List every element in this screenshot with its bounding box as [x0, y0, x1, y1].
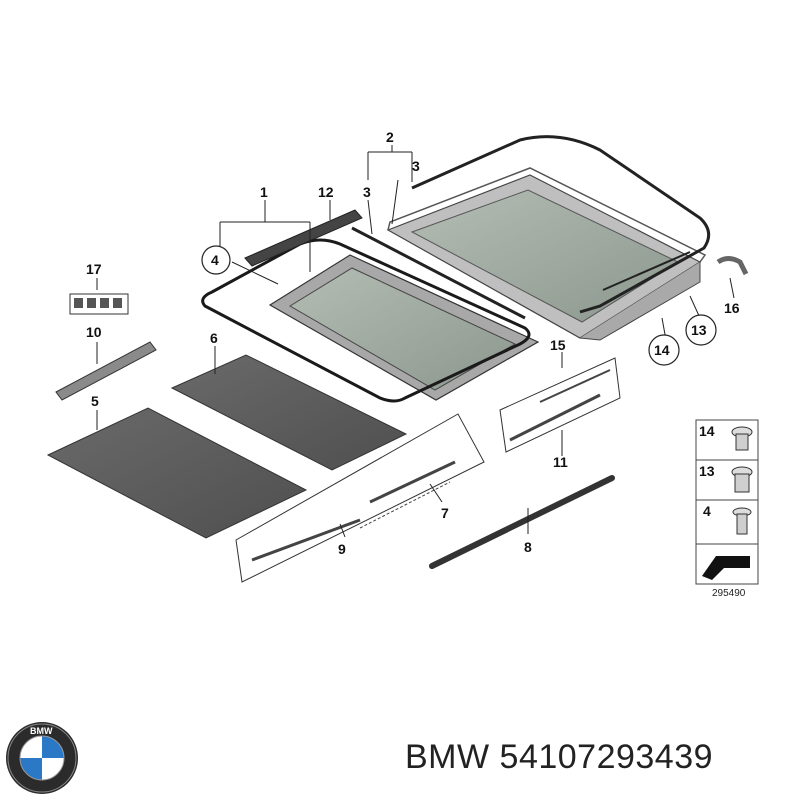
callout-10: 10 — [86, 324, 102, 340]
hose-part-16 — [716, 256, 749, 276]
legend-14: 14 — [699, 423, 715, 439]
leader-lines — [96, 145, 735, 538]
expansion-nut-icon — [731, 466, 753, 493]
callout-3-b: 3 — [412, 158, 420, 174]
part-number-label: BMW 54107293439 — [405, 738, 714, 776]
callout-2: 2 — [386, 129, 394, 145]
orientation-arrow-icon — [702, 556, 750, 580]
callout-15: 15 — [550, 337, 566, 353]
callout-7: 7 — [441, 505, 449, 521]
strip-part-3-b — [602, 251, 691, 291]
callout-1: 1 — [260, 184, 268, 200]
clips-part-17 — [69, 293, 129, 315]
strip-part-3-a — [351, 226, 526, 320]
bmw-logo: BMW — [6, 722, 78, 794]
callout-12: 12 — [318, 184, 334, 200]
callout-17: 17 — [86, 261, 102, 277]
callout-8: 8 — [524, 539, 532, 555]
callout-5: 5 — [91, 393, 99, 409]
screw-icon — [732, 507, 752, 535]
seal-strip-part-8 — [429, 475, 615, 569]
callout-13-circled: 13 — [691, 322, 707, 338]
rear-frame — [386, 167, 707, 341]
front-glass-panel — [268, 254, 540, 401]
logo-lettering: BMW — [30, 726, 53, 736]
headliner-part-5 — [46, 407, 308, 539]
callout-4-circled: 4 — [211, 252, 219, 268]
rear-seal — [411, 135, 711, 314]
callout-11: 11 — [553, 454, 568, 470]
drawing-number: 295490 — [712, 588, 746, 599]
deflector-part-12 — [244, 209, 363, 267]
callout-14-circled: 14 — [654, 342, 670, 358]
legend-4: 4 — [703, 503, 711, 519]
bracket-part-10 — [55, 341, 157, 401]
callout-16: 16 — [724, 300, 740, 316]
callout-9: 9 — [338, 541, 346, 557]
group-box-9-7 — [235, 413, 485, 583]
fastener-legend: 14 13 4 — [695, 419, 759, 585]
front-seal — [201, 238, 531, 403]
callout-6: 6 — [210, 330, 218, 346]
callout-3-a: 3 — [363, 184, 371, 200]
legend-13: 13 — [699, 463, 715, 479]
sunshade-part-6 — [170, 354, 408, 471]
clip-fastener-icon — [731, 426, 753, 451]
group-box-11 — [499, 357, 621, 453]
